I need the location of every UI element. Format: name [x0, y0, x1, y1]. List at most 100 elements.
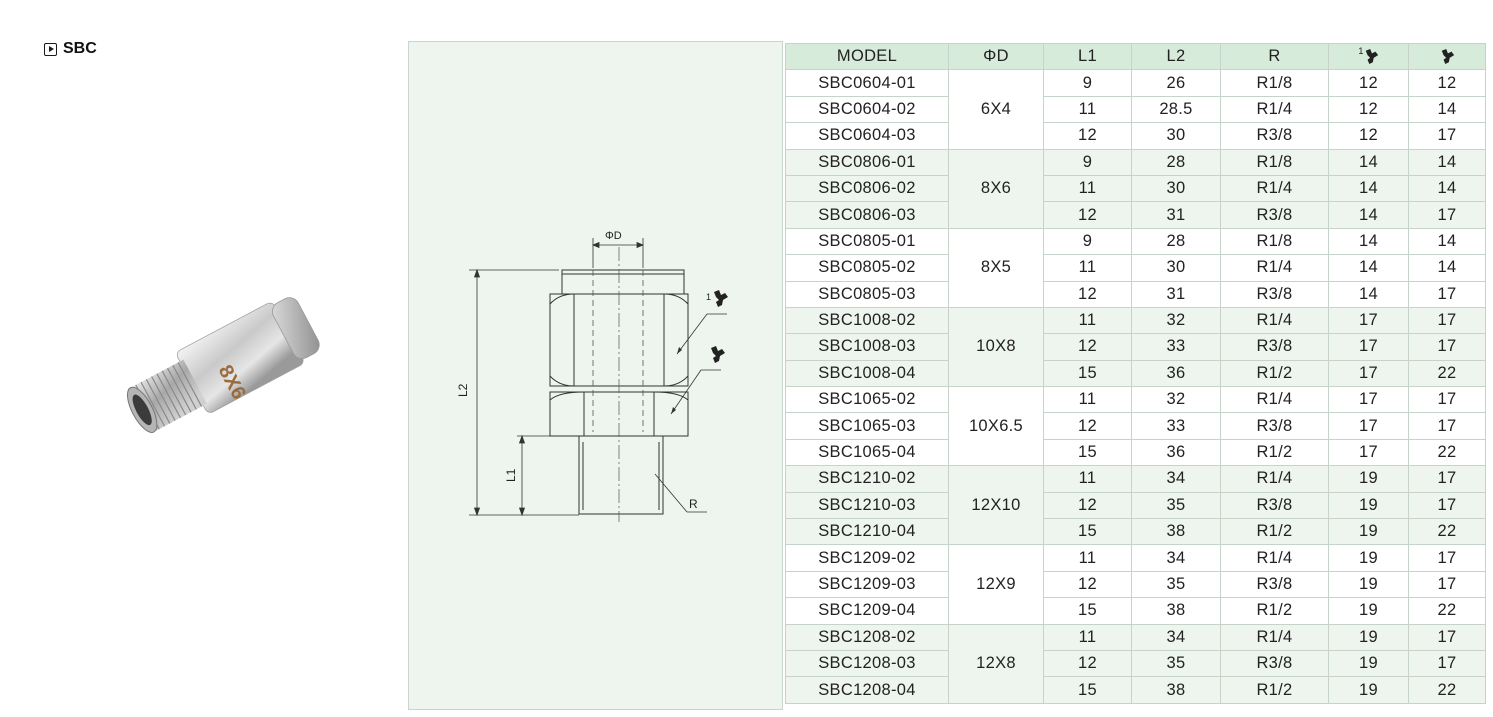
- wrench1-cell: 19: [1328, 676, 1409, 704]
- wrench2-cell: 22: [1408, 438, 1486, 467]
- wrench2-cell: 17: [1408, 386, 1486, 414]
- l2-cell: 30: [1131, 254, 1221, 282]
- model-cell: SBC1065-04: [785, 438, 949, 467]
- l1-cell: 11: [1043, 95, 1132, 124]
- wrench2-cell: 17: [1408, 465, 1486, 493]
- l1-cell: 11: [1043, 623, 1132, 651]
- technical-drawing-panel: ΦD L2 L1 R 1: [408, 41, 783, 710]
- l2-cell: 32: [1131, 306, 1221, 335]
- wrench2-cell: 17: [1408, 333, 1486, 361]
- model-cell: SBC1210-03: [785, 491, 949, 520]
- l2-cell: 32: [1131, 386, 1221, 414]
- l2-cell: 33: [1131, 333, 1221, 361]
- l2-cell: 35: [1131, 570, 1221, 599]
- od-cell: 6X4: [948, 69, 1044, 150]
- wrench1-cell: 19: [1328, 597, 1409, 625]
- r-cell: R1/8: [1220, 227, 1329, 256]
- wrench1-cell: 12: [1328, 69, 1409, 97]
- l1-cell: 11: [1043, 386, 1132, 414]
- wrench1-cell: 14: [1328, 254, 1409, 282]
- model-cell: SBC1209-03: [785, 570, 949, 599]
- header-l1: L1: [1043, 42, 1132, 71]
- wrench1-cell: 19: [1328, 570, 1409, 599]
- wrench2-cell: 14: [1408, 148, 1486, 176]
- table-header-row: MODEL ΦD L1 L2 R 1: [785, 42, 1486, 71]
- r-cell: R1/2: [1220, 518, 1329, 546]
- wrench2-cell: 17: [1408, 122, 1486, 150]
- wrench2-cell: 14: [1408, 174, 1486, 203]
- r-cell: R1/2: [1220, 676, 1329, 704]
- wrench1-cell: 19: [1328, 649, 1409, 678]
- wrench1-index: 1: [706, 292, 711, 302]
- section-title: SBC: [44, 40, 97, 58]
- wrench2-cell: 17: [1408, 570, 1486, 599]
- wrench2-cell: 17: [1408, 201, 1486, 229]
- wrench1-cell: 12: [1328, 122, 1409, 150]
- wrench2-cell: 14: [1408, 227, 1486, 256]
- l2-cell: 31: [1131, 280, 1221, 308]
- l2-cell: 38: [1131, 676, 1221, 704]
- model-cell: SBC1208-03: [785, 649, 949, 678]
- model-cell: SBC0805-03: [785, 280, 949, 308]
- wrench-icon: [1365, 49, 1378, 65]
- product-photo: 8X6: [126, 297, 320, 433]
- wrench2-cell: 17: [1408, 412, 1486, 440]
- model-cell: SBC0805-02: [785, 254, 949, 282]
- l2-cell: 34: [1131, 465, 1221, 493]
- l2-cell: 28: [1131, 148, 1221, 176]
- r-cell: R3/8: [1220, 570, 1329, 599]
- wrench1-cell: 14: [1328, 148, 1409, 176]
- l2-cell: 33: [1131, 412, 1221, 440]
- r-cell: R1/4: [1220, 174, 1329, 203]
- r-cell: R3/8: [1220, 201, 1329, 229]
- l1-cell: 12: [1043, 412, 1132, 440]
- model-cell: SBC1008-04: [785, 359, 949, 388]
- model-cell: SBC0805-01: [785, 227, 949, 256]
- model-cell: SBC1209-02: [785, 544, 949, 572]
- od-cell: 8X6: [948, 148, 1044, 229]
- model-cell: SBC0604-02: [785, 95, 949, 124]
- wrench2-cell: 17: [1408, 649, 1486, 678]
- label-l2: L2: [456, 383, 470, 397]
- r-cell: R1/4: [1220, 254, 1329, 282]
- od-cell: 12X8: [948, 623, 1044, 704]
- model-cell: SBC1210-04: [785, 518, 949, 546]
- model-cell: SBC1065-03: [785, 412, 949, 440]
- wrench1-cell: 19: [1328, 518, 1409, 546]
- wrench1-cell: 19: [1328, 544, 1409, 572]
- l1-cell: 9: [1043, 69, 1132, 97]
- header-model: MODEL: [785, 42, 949, 71]
- l2-cell: 28.5: [1131, 95, 1221, 124]
- l1-cell: 11: [1043, 306, 1132, 335]
- wrench2-cell: 14: [1408, 254, 1486, 282]
- wrench1-cell: 19: [1328, 623, 1409, 651]
- model-cell: SBC0604-01: [785, 69, 949, 97]
- l2-cell: 30: [1131, 122, 1221, 150]
- l2-cell: 35: [1131, 491, 1221, 520]
- wrench2-cell: 22: [1408, 359, 1486, 388]
- r-cell: R3/8: [1220, 649, 1329, 678]
- label-od: ΦD: [605, 230, 622, 242]
- l1-cell: 12: [1043, 333, 1132, 361]
- wrench1-cell: 19: [1328, 465, 1409, 493]
- r-cell: R1/4: [1220, 465, 1329, 493]
- l1-cell: 9: [1043, 148, 1132, 176]
- wrench1-cell: 17: [1328, 333, 1409, 361]
- wrench1-cell: 14: [1328, 174, 1409, 203]
- wrench2-cell: 17: [1408, 280, 1486, 308]
- r-cell: R1/2: [1220, 597, 1329, 625]
- l1-cell: 12: [1043, 649, 1132, 678]
- wrench-icon-1: [714, 290, 728, 307]
